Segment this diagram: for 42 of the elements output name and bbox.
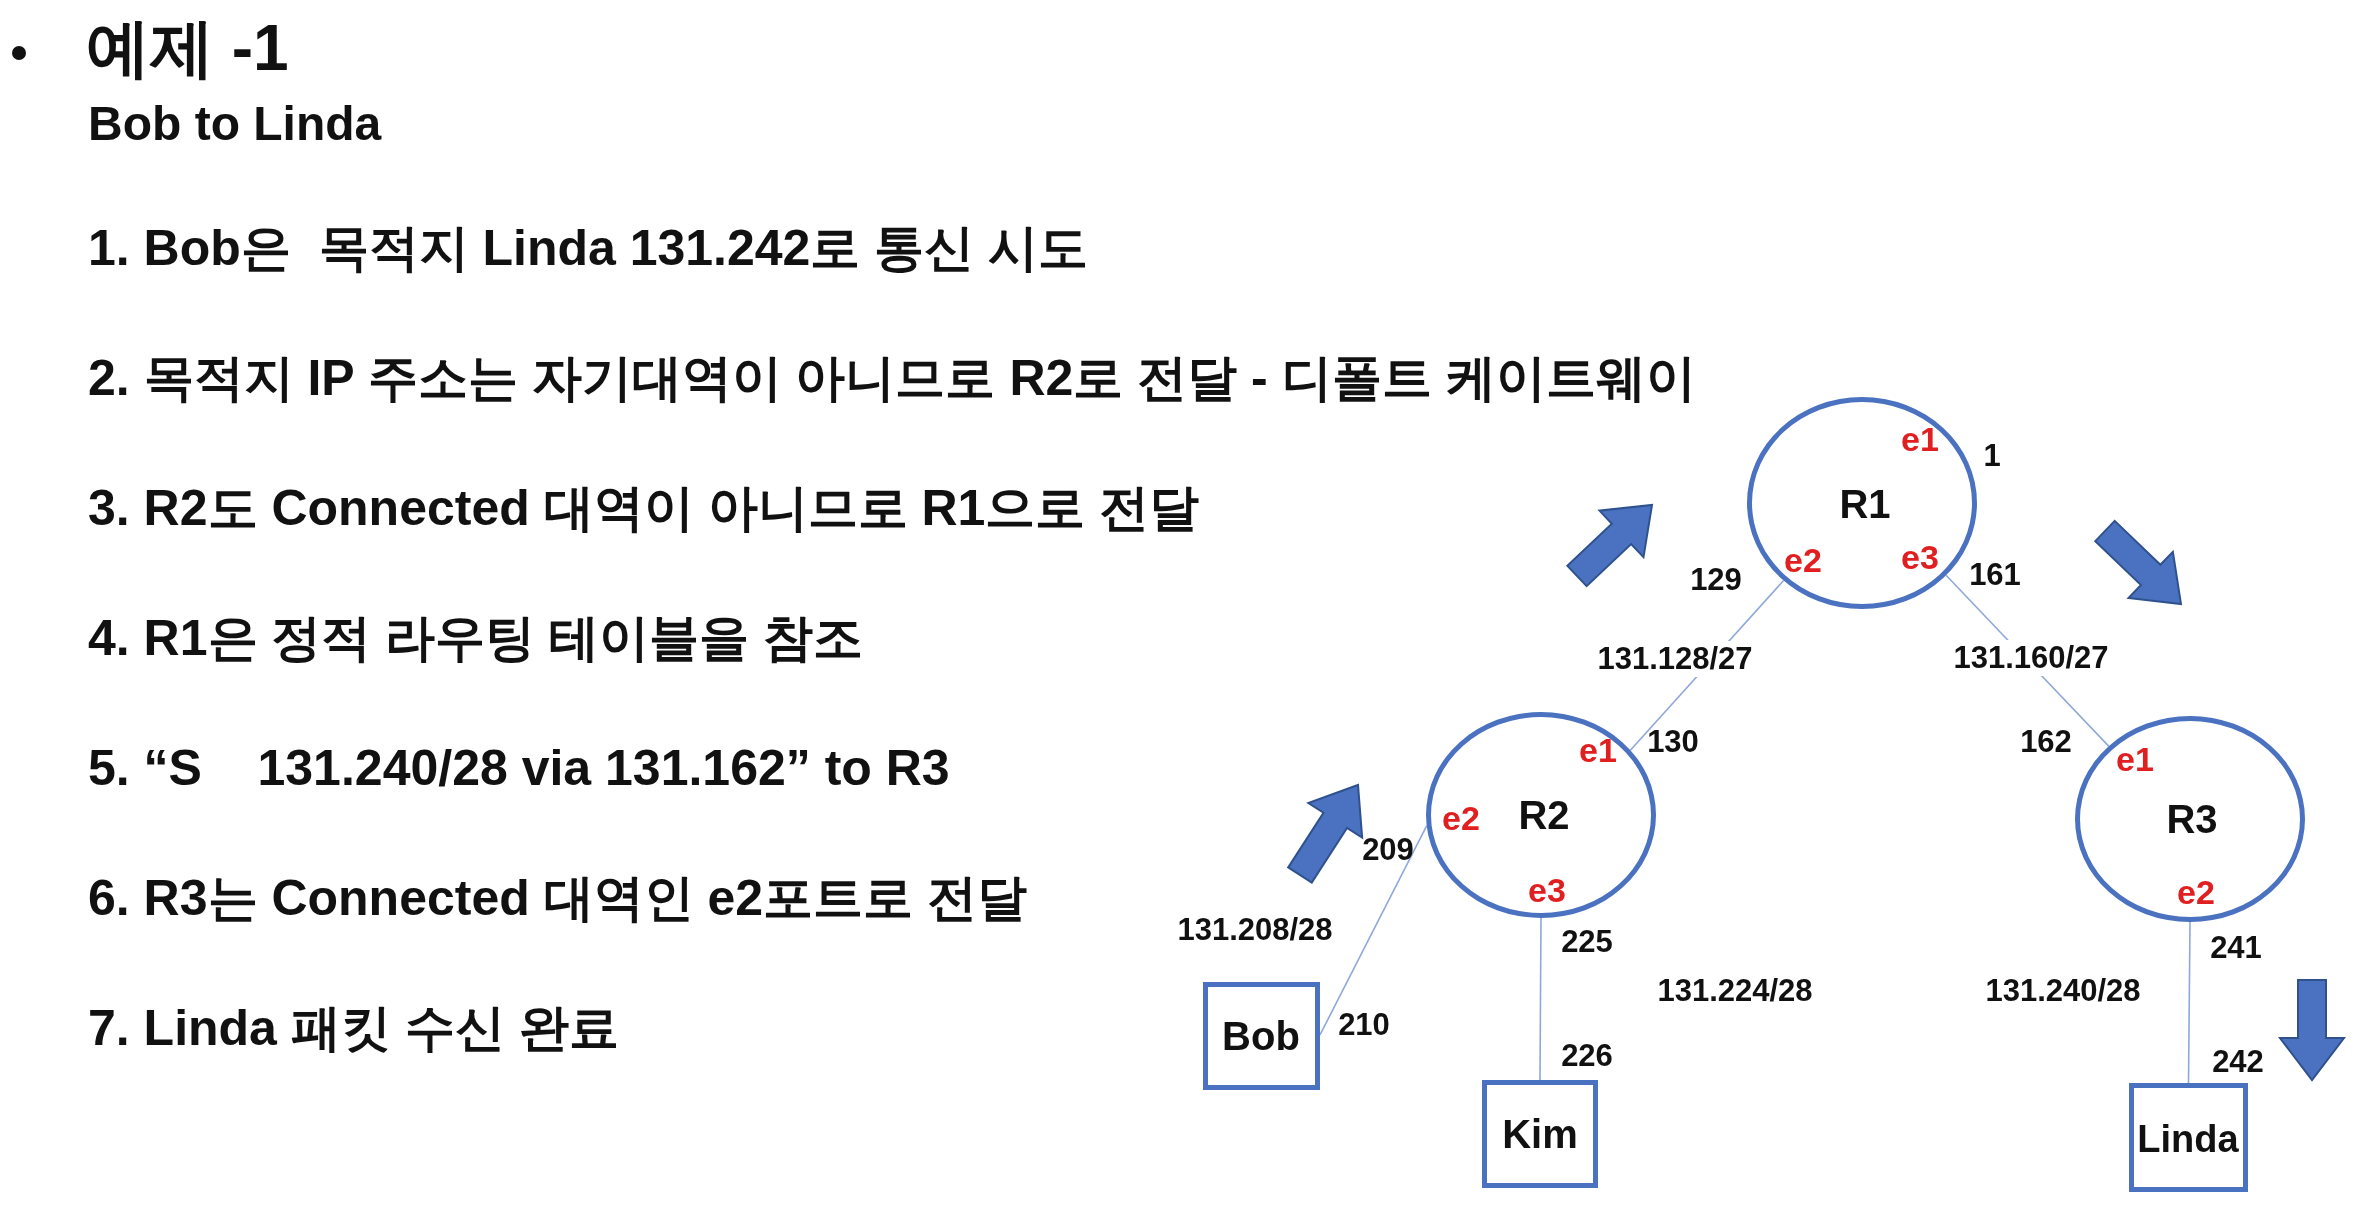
host-name: Linda [2137, 1117, 2239, 1161]
port-label: e2 [2177, 872, 2215, 912]
router-name: R2 [1518, 792, 1570, 838]
interface-address: 129 [1690, 562, 1742, 598]
port-label: e3 [1901, 537, 1939, 577]
step-text: 7. Linda 패킷 수신 완료 [88, 1000, 619, 1058]
interface-address: 1 [1983, 438, 2001, 474]
router-name: R1 [1839, 481, 1891, 527]
port-label: e2 [1442, 798, 1480, 838]
router-circle [2075, 716, 2305, 922]
interface-address: 242 [2212, 1044, 2264, 1080]
interface-address: 241 [2210, 930, 2262, 966]
host-box [2129, 1083, 2248, 1192]
interface-address: 161 [1969, 557, 2021, 593]
interface-address: 162 [2020, 724, 2072, 760]
host-box [1203, 982, 1320, 1090]
step-text: 3. R2도 Connected 대역이 아니므로 R1으로 전달 [88, 480, 1200, 538]
host-name: Kim [1502, 1111, 1578, 1157]
port-label: e1 [1579, 730, 1617, 770]
port-label: e2 [1784, 540, 1822, 580]
port-label: e1 [2116, 739, 2154, 779]
interface-address: 210 [1338, 1007, 1390, 1043]
link-line [1319, 824, 1428, 1036]
step-text: 5. “S 131.240/28 via 131.162” to R3 [88, 740, 950, 798]
title: 예제 -1 [86, 12, 289, 86]
interface-address: 226 [1561, 1038, 1613, 1074]
step-text: 1. Bob은 목적지 Linda 131.242로 통신 시도 [88, 220, 1089, 278]
step-text: 2. 목적지 IP 주소는 자기대역이 아니므로 R2로 전달 - 디폴트 케이트웨이 [88, 350, 1696, 408]
direction-arrow [2278, 979, 2346, 1082]
interface-address: 130 [1647, 724, 1699, 760]
subtitle: Bob to Linda [88, 96, 382, 152]
port-label: e1 [1901, 419, 1939, 459]
port-label: e3 [1528, 870, 1566, 910]
interface-address: 225 [1561, 924, 1613, 960]
host-name: Bob [1222, 1013, 1300, 1059]
link-line [2187, 921, 2191, 1084]
router-name: R3 [2166, 796, 2218, 842]
step-text: 6. R3는 Connected 대역인 e2포트로 전달 [88, 870, 1028, 928]
step-text: 4. R1은 정적 라우팅 테이블을 참조 [88, 610, 864, 668]
interface-address: 209 [1362, 832, 1414, 868]
host-box [1482, 1080, 1598, 1188]
link-line [1539, 917, 1542, 1081]
